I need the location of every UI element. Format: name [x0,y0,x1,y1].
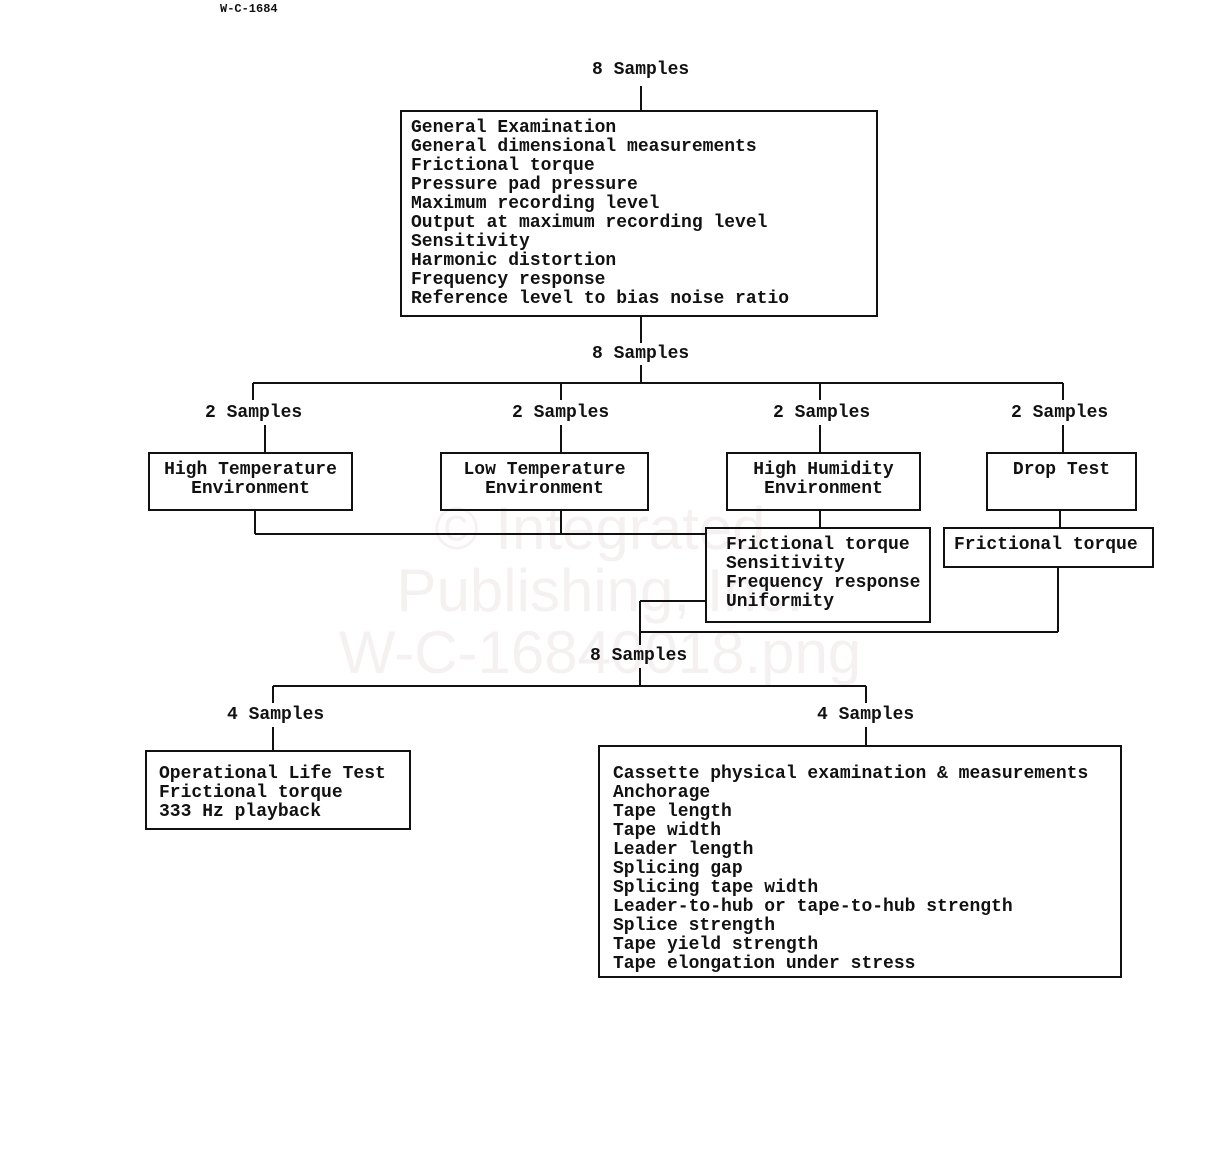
samples-label-final-branch: 4 Samples [817,705,915,725]
test-item: Frequency response [411,270,606,290]
test-item: Uniformity [726,592,835,612]
high-temperature-box: High Temperature Environment [148,452,353,511]
test-item: Sensitivity [411,232,530,252]
post-environment-tests-box: Frictional torque Sensitivity Frequency … [705,527,931,623]
test-item: Frictional torque [411,156,595,176]
test-item: Frictional torque [159,783,343,803]
low-temperature-box: Low Temperature Environment [440,452,649,511]
test-item: Splice strength [613,916,776,936]
env-label: High Temperature [164,460,337,480]
test-item: General Examination [411,118,617,138]
test-item: Frictional torque [726,535,910,555]
test-item: Tape length [613,802,732,822]
test-item: General dimensional measurements [411,137,757,157]
test-item: Harmonic distortion [411,251,617,271]
samples-label-branch: 2 Samples [512,403,610,423]
test-item: Tape width [613,821,722,841]
samples-label-after-initial: 8 Samples [592,344,690,364]
samples-label-after-environment: 8 Samples [590,646,688,666]
test-item: Frictional torque [954,535,1138,555]
drop-test-box: Drop Test [986,452,1137,511]
samples-label-final-branch: 4 Samples [227,705,325,725]
env-label: Drop Test [1012,460,1111,480]
document-id: W-C-1684 [220,2,278,16]
env-label: Low Temperature [463,460,626,480]
watermark-line: Publishing, Inc. [396,557,804,624]
test-item: Anchorage [613,783,711,803]
watermark: © Integrated Publishing, Inc. W-C-168400… [230,498,970,684]
operational-life-test-box: Operational Life Test Frictional torque … [145,750,411,830]
test-item: Tape yield strength [613,935,819,955]
test-item: Output at maximum recording level [411,213,768,233]
test-item: Leader-to-hub or tape-to-hub strength [613,897,1013,917]
test-item: Splicing gap [613,859,743,879]
post-drop-tests-box: Frictional torque [943,527,1154,568]
samples-label-branch: 2 Samples [1011,403,1109,423]
cassette-tests-box: Cassette physical examination & measurem… [598,745,1122,978]
test-item: Leader length [613,840,754,860]
samples-label-branch: 2 Samples [205,403,303,423]
initial-tests-box: General Examination General dimensional … [400,110,878,317]
test-item: Operational Life Test [159,764,386,784]
env-label: High Humidity [753,460,894,480]
test-item: Sensitivity [726,554,845,574]
test-item: Tape elongation under stress [613,954,916,974]
high-humidity-box: High Humidity Environment [726,452,921,511]
test-item: Pressure pad pressure [411,175,638,195]
env-label: Environment [191,479,310,499]
test-item: Splicing tape width [613,878,819,898]
test-item: Cassette physical examination & measurem… [613,764,1089,784]
env-label: Environment [764,479,883,499]
env-label: Environment [485,479,604,499]
test-item: Reference level to bias noise ratio [411,289,790,309]
test-item: Frequency response [726,573,921,593]
test-item: 333 Hz playback [159,802,322,822]
samples-label-top: 8 Samples [592,60,690,80]
samples-label-branch: 2 Samples [773,403,871,423]
test-item: Maximum recording level [411,194,660,214]
